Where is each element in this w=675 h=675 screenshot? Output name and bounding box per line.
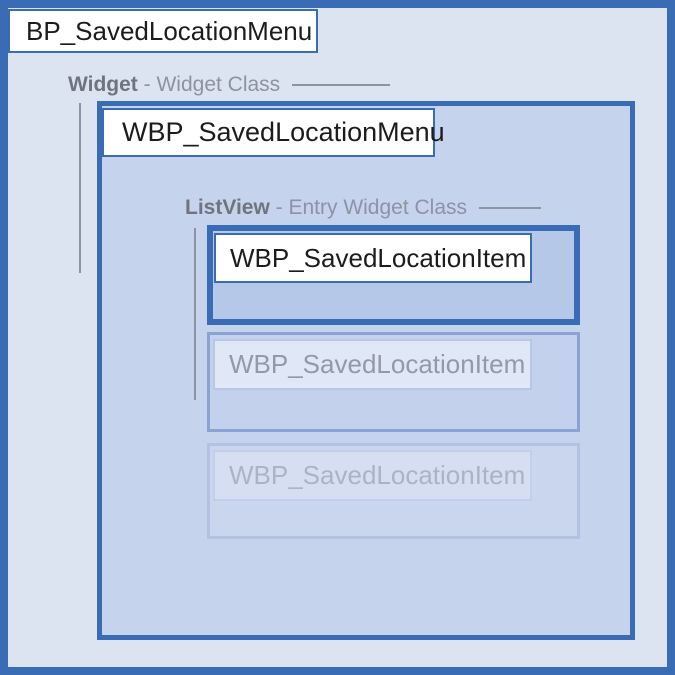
listview-property-name: ListView (185, 196, 270, 219)
widget-property-desc: - Widget Class (137, 73, 281, 96)
widget-section-label: Widget - Widget Class (68, 72, 391, 98)
widget-tree-guide-line (79, 103, 81, 273)
listview-entry-label-box: WBP_SavedLocationItem (213, 450, 532, 501)
listview-entry-label: WBP_SavedLocationItem (229, 349, 526, 379)
root-title: BP_SavedLocationMenu (26, 15, 313, 46)
menu-title: WBP_SavedLocationMenu (122, 117, 445, 147)
menu-title-box: WBP_SavedLocationMenu (102, 108, 445, 157)
root-title-box: BP_SavedLocationMenu (8, 9, 318, 53)
listview-section-line (479, 207, 542, 209)
listview-section-label: ListView - Entry Widget Class (185, 195, 542, 221)
listview-tree-guide-line (194, 228, 196, 400)
listview-entry-faded: WBP_SavedLocationItem (207, 332, 580, 432)
widget-section-line (292, 84, 391, 86)
listview-entry-label-box: WBP_SavedLocationItem (213, 339, 532, 390)
listview-entry-active: WBP_SavedLocationItem (207, 225, 580, 325)
listview-property-desc: - Entry Widget Class (269, 196, 468, 219)
listview-entry-ghost: WBP_SavedLocationItem (207, 443, 580, 539)
listview-entry-label-box: WBP_SavedLocationItem (214, 233, 532, 283)
listview-entry-label: WBP_SavedLocationItem (229, 460, 526, 490)
widget-property-name: Widget (68, 73, 138, 96)
listview-entry-label: WBP_SavedLocationItem (230, 242, 527, 273)
